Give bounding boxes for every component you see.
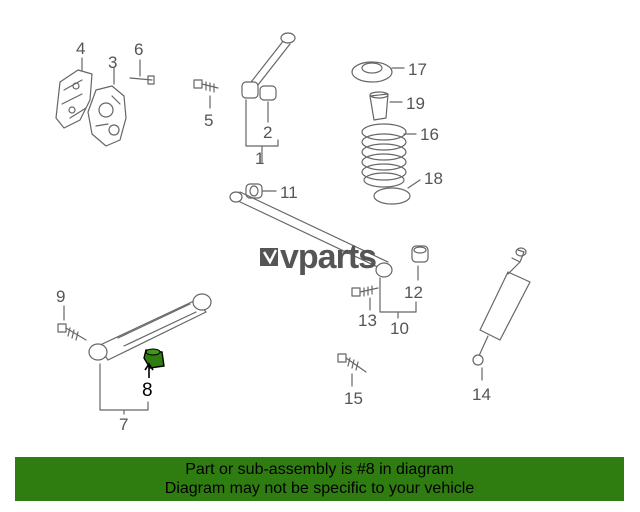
callout-17: 17 (408, 60, 427, 79)
vparts-logo: vparts (260, 238, 377, 276)
part-12-bushing (411, 245, 429, 281)
callout-1: 1 (255, 149, 264, 168)
callout-18: 18 (424, 169, 443, 188)
callout-4: 4 (76, 39, 85, 58)
part-13-bolt (351, 285, 379, 311)
banner-line-1: Part or sub-assembly is #8 in diagram (185, 461, 454, 478)
banner-line-2: Diagram may not be specific to your vehi… (164, 480, 475, 497)
callout-15: 15 (344, 389, 363, 408)
callout-11: 11 (280, 183, 298, 202)
part-17-spring-seat (351, 61, 405, 83)
info-banner: Part or sub-assembly is #8 in diagram Di… (15, 457, 624, 501)
part-16-coil-spring (361, 123, 417, 188)
part-15-bolt (337, 353, 367, 387)
callout-19: 19 (406, 94, 425, 113)
callout-12: 12 (404, 283, 423, 302)
callout-2: 2 (263, 123, 272, 142)
callout-7: 7 (119, 415, 128, 434)
callout-8: 8 (142, 380, 153, 401)
part-1-upper-arm (241, 32, 296, 163)
callout-5: 5 (204, 111, 213, 130)
part-11-bushing (245, 183, 277, 199)
part-7-lower-arm (88, 293, 212, 415)
part-6-bolt (129, 59, 155, 85)
part-19-bump-stop (369, 91, 403, 121)
part-10-lateral-link (229, 191, 417, 319)
watermark-text: vparts (280, 238, 376, 276)
part-8-bushing-highlighted[interactable] (143, 348, 165, 378)
part-14-shock-absorber (472, 247, 531, 381)
callout-6: 6 (134, 40, 143, 59)
callout-3: 3 (108, 53, 117, 72)
part-18-insulator (373, 179, 421, 205)
callout-9: 9 (56, 287, 65, 306)
parts-diagram: 4 3 6 5 2 1 17 19 16 18 11 12 13 10 9 14… (55, 32, 531, 434)
callout-10: 10 (390, 319, 409, 338)
part-4-bracket (55, 69, 93, 129)
callout-16: 16 (420, 125, 439, 144)
part-9-bolt (57, 305, 87, 341)
callout-13: 13 (358, 311, 377, 330)
part-3-knuckle (87, 85, 127, 147)
callout-14: 14 (472, 385, 491, 404)
part-5-bolt (193, 79, 219, 109)
